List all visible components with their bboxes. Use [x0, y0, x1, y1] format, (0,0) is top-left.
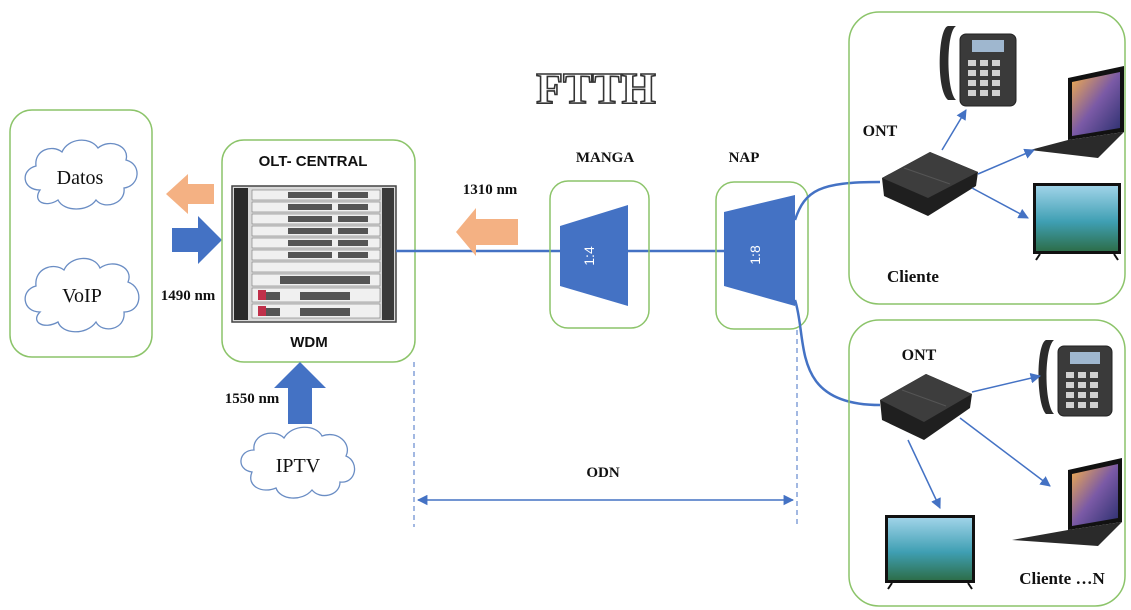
- manga-title: MANGA: [576, 150, 634, 166]
- wavelength-1490: 1490 nm: [161, 288, 216, 304]
- nap-title: NAP: [729, 150, 760, 166]
- client2-tv-icon: [885, 515, 975, 590]
- datos-label: Datos: [57, 167, 104, 189]
- client1-link-tv: [971, 187, 1029, 219]
- downstream-arrow-1490: [172, 216, 222, 264]
- fiber-nap-client2: [793, 299, 881, 407]
- manga-box: [549, 180, 650, 329]
- client2-ont-router-icon: [880, 374, 972, 440]
- iptv-label: IPTV: [276, 455, 321, 477]
- client2-box: [848, 319, 1126, 607]
- voip-label: VoIP: [62, 285, 102, 307]
- wdm-label: WDM: [290, 334, 328, 351]
- client1-laptop-icon: [1030, 66, 1124, 158]
- client1-name: Cliente: [887, 267, 939, 286]
- iptv-cloud: [240, 426, 356, 499]
- client1-link-laptop: [977, 148, 1035, 175]
- manga-splitter: [560, 205, 628, 306]
- olt-chassis-icon: [231, 185, 397, 323]
- client1-phone-icon: [939, 26, 1017, 107]
- client2-link-phone: [971, 373, 1042, 393]
- nap-box: [715, 181, 809, 330]
- fiber-nap-client1: [793, 180, 881, 221]
- wavelength-1550: 1550 nm: [225, 391, 280, 407]
- client1-box: [848, 11, 1126, 305]
- nap-splitter: [724, 195, 795, 306]
- client2-name: Cliente …N: [1019, 569, 1105, 588]
- wavelength-1310: 1310 nm: [463, 182, 518, 198]
- upstream-arrow-datos: [166, 174, 214, 214]
- page-title: FTTH: [536, 64, 656, 113]
- client1-link-phone: [941, 109, 967, 151]
- client1-ont-router-icon: [882, 152, 978, 216]
- iptv-arrow-1550: [274, 362, 326, 424]
- odn-label: ODN: [586, 465, 620, 481]
- upstream-arrow-1310: [456, 208, 518, 256]
- client2-phone-icon: [1038, 340, 1113, 417]
- nap-ratio: 1:8: [747, 245, 763, 265]
- olt-title: OLT- CENTRAL: [259, 153, 368, 170]
- services-box: [9, 109, 153, 358]
- voip-cloud: [24, 257, 140, 333]
- client2-ont-label: ONT: [902, 347, 937, 364]
- datos-cloud: [24, 139, 138, 210]
- client2-link-laptop: [959, 417, 1051, 487]
- client1-tv-icon: [1033, 183, 1121, 261]
- client1-ont-label: ONT: [863, 123, 898, 140]
- manga-ratio: 1:4: [581, 246, 597, 266]
- client2-laptop-icon: [1012, 458, 1122, 546]
- client2-link-tv: [907, 439, 941, 509]
